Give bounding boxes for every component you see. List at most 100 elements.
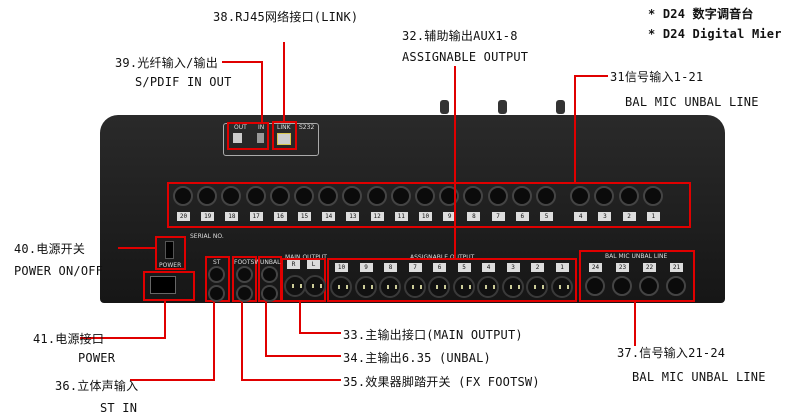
aux-xlr-output[interactable] xyxy=(526,276,548,298)
channel-number-label: 7 xyxy=(491,212,505,221)
aux-xlr-output[interactable] xyxy=(501,276,524,298)
bal-mic-label: BAL MIC UNBAL LINE xyxy=(605,253,668,260)
aux-output-number: 1 xyxy=(555,263,569,272)
combo-input-jack[interactable] xyxy=(415,186,435,206)
st-label: ST xyxy=(213,259,221,266)
combo-input-jack[interactable] xyxy=(294,186,314,206)
st-jack[interactable] xyxy=(208,266,225,283)
callout-34: 34.主输出6.35 (UNBAL) xyxy=(343,351,491,365)
combo-input-jack[interactable] xyxy=(642,186,663,206)
channel-number-label: 13 xyxy=(346,212,360,221)
combo-input-jack[interactable] xyxy=(221,186,242,206)
aux-xlr-output[interactable] xyxy=(330,276,352,298)
inputs-1-20-box xyxy=(167,182,691,228)
callout-33: 33.主输出接口(MAIN OUTPUT) xyxy=(343,328,523,342)
footsw-jack[interactable] xyxy=(236,266,253,283)
combo-input-jack[interactable] xyxy=(366,186,387,206)
callout-39-sub: S/PDIF IN OUT xyxy=(135,75,232,89)
power-switch-box xyxy=(155,236,186,270)
combo-input-jack[interactable] xyxy=(618,186,639,206)
combo-input-jack[interactable] xyxy=(173,186,193,206)
serial-label: SERIAL NO. xyxy=(190,233,224,240)
callout-31: 31信号输入1-21 xyxy=(610,70,704,84)
main-xlr-output[interactable] xyxy=(304,275,326,297)
aux-xlr-output[interactable] xyxy=(477,276,499,298)
combo-input-jack[interactable] xyxy=(666,276,686,296)
channel-number-label: 19 xyxy=(201,212,215,221)
callout-37-sub: BAL MIC UNBAL LINE xyxy=(632,370,766,384)
channel-number-label: 4 xyxy=(574,212,588,221)
combo-input-jack[interactable] xyxy=(612,276,632,296)
callout-37: 37.信号输入21-24 xyxy=(617,346,726,360)
combo-input-jack[interactable] xyxy=(570,186,591,206)
aux-output-number: 7 xyxy=(408,263,422,272)
aux-xlr-output[interactable] xyxy=(428,276,450,298)
channel-number-label: 18 xyxy=(225,212,239,221)
channel-number-label: 14 xyxy=(322,212,336,221)
callout-40: 40.电源开关 xyxy=(14,242,86,256)
channel-number-label: 16 xyxy=(273,212,287,221)
callout-38: 38.RJ45网络接口(LINK) xyxy=(213,10,359,24)
combo-input-jack[interactable] xyxy=(463,186,484,206)
channel-number-label: 23 xyxy=(616,263,629,272)
combo-input-jack[interactable] xyxy=(511,186,532,206)
callout-41-sub: POWER xyxy=(78,351,116,365)
channel-number-label: 10 xyxy=(419,212,432,221)
callout-32-sub: ASSIGNABLE OUTPUT xyxy=(402,50,529,64)
combo-input-jack[interactable] xyxy=(487,186,508,206)
combo-input-jack[interactable] xyxy=(390,186,411,206)
aux-xlr-output[interactable] xyxy=(354,276,377,298)
combo-input-jack[interactable] xyxy=(245,186,266,206)
main-output-box xyxy=(281,258,326,302)
rj45-port[interactable] xyxy=(277,133,291,145)
channel-number-label: 6 xyxy=(515,212,529,221)
aux-xlr-output[interactable] xyxy=(550,276,573,298)
st-jack[interactable] xyxy=(208,285,225,302)
callout-41: 41.电源接口 xyxy=(33,332,105,346)
channel-number-label: 8 xyxy=(467,212,481,221)
aux-output-number: 10 xyxy=(335,263,348,272)
channel-number-label: 2 xyxy=(622,212,636,221)
aux-xlr-output[interactable] xyxy=(403,276,426,298)
spdif-out-label: OUT xyxy=(234,124,247,131)
callout-31-sub: BAL MIC UNBAL LINE xyxy=(625,95,759,109)
channel-number-label: 22 xyxy=(643,263,656,272)
combo-input-jack[interactable] xyxy=(269,186,290,206)
channel-number-label: 21 xyxy=(670,263,683,272)
power-socket-box xyxy=(143,271,195,301)
combo-input-jack[interactable] xyxy=(197,186,218,206)
channel-number-label: 24 xyxy=(589,263,602,272)
callout-36-sub: ST IN xyxy=(100,401,138,415)
aux-output-number: 2 xyxy=(531,263,544,272)
channel-number-label: 20 xyxy=(177,212,190,221)
spdif-in-port[interactable] xyxy=(257,133,264,143)
combo-input-jack[interactable] xyxy=(594,186,615,206)
unbal-jack[interactable] xyxy=(261,285,278,302)
combo-input-jack[interactable] xyxy=(536,186,556,206)
combo-input-jack[interactable] xyxy=(318,186,339,206)
channel-number-label: 12 xyxy=(370,212,384,221)
power-switch[interactable] xyxy=(165,241,174,259)
aux-xlr-output[interactable] xyxy=(452,276,475,298)
knob xyxy=(498,100,507,114)
callout-36: 36.立体声输入 xyxy=(55,379,139,393)
unbal-jack[interactable] xyxy=(261,266,278,283)
combo-input-jack[interactable] xyxy=(639,276,659,296)
channel-number-label: 15 xyxy=(298,212,311,221)
footsw-jack[interactable] xyxy=(236,285,253,302)
power-socket[interactable] xyxy=(150,276,176,294)
combo-input-jack[interactable] xyxy=(342,186,363,206)
inputs-21-24-box xyxy=(579,250,695,302)
spdif-box xyxy=(227,122,269,150)
main-output-label-L: L xyxy=(307,260,320,269)
callout-39: 39.光纤输入/输出 xyxy=(115,56,218,70)
main-output-label: MAIN OUTPUT xyxy=(285,254,327,261)
spdif-out-port[interactable] xyxy=(233,133,242,143)
product-title-en: * D24 Digital Mier xyxy=(648,27,782,41)
aux-xlr-output[interactable] xyxy=(379,276,401,298)
knob xyxy=(556,100,565,114)
aux-output-number: 5 xyxy=(457,263,471,272)
channel-number-label: 11 xyxy=(394,212,408,221)
combo-input-jack[interactable] xyxy=(585,276,605,296)
